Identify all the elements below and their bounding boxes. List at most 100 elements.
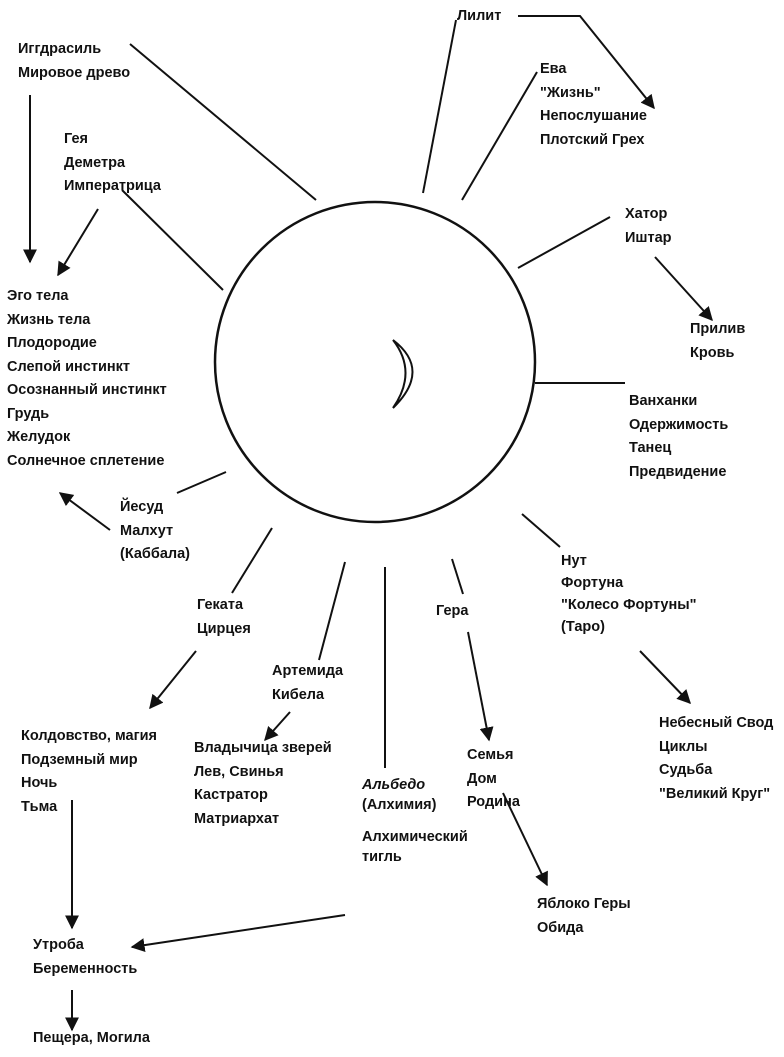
label-line: Владычица зверей	[194, 740, 332, 756]
label-line: "Жизнь"	[540, 84, 601, 101]
label-line: Непослушание	[540, 108, 647, 124]
label-line: Ева	[540, 61, 567, 77]
label-artemis: Артемида Кибела	[272, 660, 343, 707]
label-body: Эго тела Жизнь тела Плодородие Слепой ин…	[7, 285, 167, 473]
label-line: Кибела	[272, 686, 325, 703]
spoke-eve	[461, 71, 538, 201]
spoke-hathor	[517, 216, 611, 269]
label-yesod: Йесуд Малхут (Каббала)	[120, 496, 190, 567]
spoke-nut	[521, 513, 561, 548]
arrow-yesod-to-body	[58, 492, 111, 531]
label-line: Цирцея	[197, 620, 251, 637]
label-line: Тьма	[21, 798, 58, 815]
label-line: Циклы	[659, 738, 708, 755]
label-line: Родина	[467, 794, 520, 810]
spoke-yggdrasil	[129, 43, 317, 201]
label-line: Иггдрасиль	[18, 41, 102, 57]
label-line: Эго тела	[7, 288, 69, 304]
label-line: Иштар	[625, 229, 672, 246]
label-line: Осознанный инстинкт	[7, 382, 167, 398]
label-mistress: Владычица зверей Лев, Свинья Кастратор М…	[194, 737, 332, 831]
label-line: Кастратор	[194, 787, 268, 803]
label-line: Матриархат	[194, 810, 280, 827]
label-hera: Гера	[436, 600, 468, 624]
label-line: Малхут	[120, 522, 174, 539]
label-line: Слепой инстинкт	[7, 358, 130, 375]
label-line: Жизнь тела	[7, 311, 91, 328]
label-line: Колдовство, магия	[21, 728, 157, 744]
label-wanhanki: Ванханки Одержимость Танец Предвидение	[629, 390, 728, 484]
label-line: "Колесо Фортуны"	[561, 597, 697, 613]
crescent-moon-icon	[392, 339, 414, 409]
label-hathor: Хатор Иштар	[625, 203, 672, 250]
label-apple: Яблоко Геры Обида	[537, 893, 631, 940]
label-line: (Алхимия)	[362, 797, 437, 813]
label-line: Ночь	[21, 775, 58, 791]
label-line: Небесный Свод	[659, 715, 774, 731]
label-line: Ванханки	[629, 393, 698, 409]
arrow-lilith-to-eve	[518, 15, 655, 110]
label-line: Судьба	[659, 762, 713, 778]
label-cave: Пещера, Могила	[33, 1027, 150, 1051]
label-line: Плотский Грех	[540, 131, 645, 148]
label-eve: Ева "Жизнь" Непослушание Плотский Грех	[540, 58, 647, 152]
label-albedo: Альбедо (Алхимия) Алхимический тигль	[362, 775, 468, 867]
label-line: Прилив	[690, 321, 746, 337]
arrow-hathor-to-tide	[654, 256, 713, 322]
label-line: Семья	[467, 747, 514, 763]
label-line: Хатор	[625, 206, 668, 222]
arrow-hera-to-family	[467, 631, 494, 742]
label-yggdrasil: Иггдрасиль Мировое древо	[18, 38, 130, 85]
spoke-hecate	[231, 527, 273, 594]
label-line: Грудь	[7, 405, 50, 422]
label-line: тигль	[362, 849, 402, 865]
label-spacer	[362, 815, 468, 827]
spoke-yesod	[176, 471, 227, 494]
label-line: Яблоко Геры	[537, 896, 631, 912]
arrow-gaia-to-body	[57, 208, 99, 277]
label-line: Кровь	[690, 344, 735, 361]
arrow-albedo-to-womb	[130, 914, 346, 953]
label-line: Императрица	[64, 178, 161, 194]
label-line: Артемида	[272, 663, 344, 679]
label-line: Танец	[629, 440, 672, 456]
label-witchcraft: Колдовство, магия Подземный мир Ночь Тьм…	[21, 725, 157, 819]
label-nut: Нут Фортуна "Колесо Фортуны" (Таро)	[561, 550, 697, 638]
label-line: Мировое древо	[18, 64, 131, 81]
label-line: Деметра	[64, 154, 126, 171]
label-line: Геката	[197, 597, 244, 613]
label-line: Йесуд	[120, 499, 164, 515]
label-line: Фортуна	[561, 575, 624, 591]
label-line: Утроба	[33, 937, 84, 953]
label-line: Гея	[64, 131, 89, 147]
label-line: Нут	[561, 553, 587, 569]
label-tide: Прилив Кровь	[690, 318, 745, 365]
label-heavens: Небесный Свод Циклы Судьба "Великий Круг…	[659, 712, 773, 806]
label-lilith: Лилит	[457, 5, 501, 29]
label-line: Подземный мир	[21, 751, 138, 768]
label-line: (Таро)	[561, 619, 605, 635]
label-line: Беременность	[33, 960, 138, 977]
label-line: Гера	[436, 603, 469, 619]
label-family: Семья Дом Родина	[467, 744, 520, 815]
label-line: Лилит	[457, 8, 502, 24]
label-womb: Утроба Беременность	[33, 934, 137, 981]
central-circle	[213, 200, 537, 524]
label-line: Алхимический	[362, 829, 468, 845]
label-line: Пещера, Могила	[33, 1030, 150, 1046]
spoke-artemis	[318, 561, 346, 661]
label-line: "Великий Круг"	[659, 785, 771, 802]
label-line: Плодородие	[7, 335, 97, 351]
label-gaia: Гея Деметра Императрица	[64, 128, 161, 199]
label-line: Дом	[467, 770, 497, 787]
label-line: Желудок	[7, 429, 71, 445]
label-line-italic: Альбедо	[362, 777, 426, 793]
label-line: Лев, Свинья	[194, 763, 284, 780]
label-line: Обида	[537, 919, 584, 936]
label-hecate: Геката Цирцея	[197, 594, 251, 641]
spoke-gaia	[121, 189, 224, 291]
label-line: Предвидение	[629, 463, 727, 480]
label-line: Одержимость	[629, 416, 729, 433]
